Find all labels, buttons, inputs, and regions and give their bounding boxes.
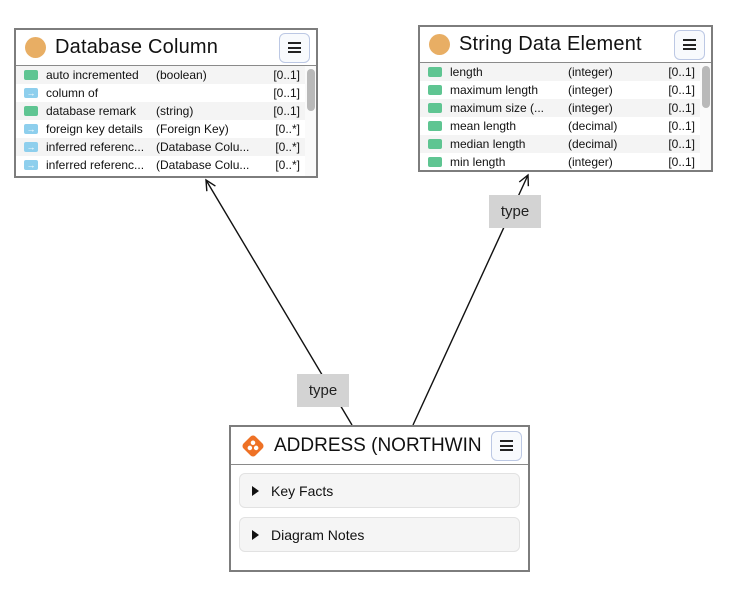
blue-arrow-right-icon (24, 142, 38, 152)
attribute-row[interactable]: inferred referenc... (Database Colu... [… (16, 138, 305, 156)
node-header: ADDRESS (NORTHWIN... (231, 427, 528, 465)
attribute-row[interactable]: inferred referenc... (Database Colu... [… (16, 156, 305, 174)
attribute-row[interactable]: auto incremented (boolean) [0..1] (16, 66, 305, 84)
row-cardinality: [0..1] (273, 86, 300, 100)
node-address-northwind[interactable]: ADDRESS (NORTHWIN... Key Facts Diagram N… (229, 425, 530, 572)
row-cardinality: [0..1] (668, 137, 695, 151)
node-header: Database Column (16, 30, 316, 66)
scrollbar-thumb[interactable] (306, 69, 315, 111)
attribute-row[interactable]: length (integer) [0..1] (420, 63, 700, 81)
hamburger-icon (683, 39, 696, 41)
row-name: median length (450, 137, 526, 151)
green-square-icon (24, 106, 38, 116)
entity-body: Key Facts Diagram Notes (231, 465, 528, 570)
attribute-list: length (integer) [0..1] maximum length (… (420, 63, 711, 170)
row-name: maximum size (... (450, 101, 545, 115)
row-type: (Foreign Key) (156, 122, 229, 136)
row-type: (integer) (568, 101, 613, 115)
row-cardinality: [0..1] (668, 83, 695, 97)
row-name: auto incremented (46, 68, 139, 82)
green-square-icon (428, 85, 442, 95)
node-title: Database Column (55, 36, 219, 58)
attribute-row[interactable]: min length (integer) [0..1] (420, 153, 700, 170)
row-type: (integer) (568, 83, 613, 97)
blue-arrow-right-icon (24, 124, 38, 134)
row-cardinality: [0..1] (668, 65, 695, 79)
row-name: inferred referenc... (46, 158, 145, 172)
node-header: String Data Element (420, 27, 711, 63)
node-database-column[interactable]: Database Column auto incremented (boolea… (14, 28, 318, 178)
row-cardinality: [0..*] (275, 158, 300, 172)
menu-button[interactable] (279, 32, 310, 63)
scrollbar[interactable] (700, 63, 711, 170)
attribute-row[interactable]: mean length (decimal) [0..1] (420, 117, 700, 135)
blue-arrow-right-icon (24, 88, 38, 98)
hamburger-icon (500, 440, 513, 442)
green-square-icon (428, 157, 442, 167)
section-label: Key Facts (271, 482, 334, 499)
hamburger-icon (288, 42, 301, 44)
row-name: min length (450, 155, 506, 169)
row-name: mean length (450, 119, 517, 133)
row-type: (boolean) (156, 68, 207, 82)
green-square-icon (428, 121, 442, 131)
row-type: (integer) (568, 155, 613, 169)
row-cardinality: [0..1] (668, 155, 695, 169)
node-title: ADDRESS (NORTHWIN... (274, 434, 483, 456)
attribute-list: auto incremented (boolean) [0..1] column… (16, 66, 316, 176)
menu-button[interactable] (674, 29, 705, 60)
green-square-icon (428, 67, 442, 77)
row-name: inferred referenc... (46, 140, 145, 154)
row-name: length (450, 65, 483, 79)
row-name: foreign key details (46, 122, 143, 136)
attribute-row[interactable]: foreign key details (Foreign Key) [0..*] (16, 120, 305, 138)
attribute-row[interactable]: median length (decimal) [0..1] (420, 135, 700, 153)
edge-label-type-1[interactable]: type (297, 374, 349, 407)
right-triangle-icon (252, 529, 259, 540)
right-triangle-icon (252, 485, 259, 496)
green-square-icon (428, 103, 442, 113)
row-type: (string) (156, 104, 194, 118)
edge-label-type-2[interactable]: type (489, 195, 541, 228)
attribute-row[interactable]: maximum length (integer) [0..1] (420, 81, 700, 99)
row-cardinality: [0..*] (275, 140, 300, 154)
row-type: (Database Colu... (156, 140, 250, 154)
attribute-row[interactable]: database remark (string) [0..1] (16, 102, 305, 120)
node-title: String Data Element (459, 33, 642, 55)
attribute-row[interactable]: maximum size (... (integer) [0..1] (420, 99, 700, 117)
row-cardinality: [0..1] (668, 119, 695, 133)
row-type: (integer) (568, 65, 613, 79)
row-type: (Database Colu... (156, 158, 250, 172)
row-name: maximum length (450, 83, 539, 97)
row-cardinality: [0..1] (273, 104, 300, 118)
menu-button[interactable] (491, 430, 522, 461)
green-square-icon (428, 139, 442, 149)
attribute-row[interactable]: column of [0..1] (16, 84, 305, 102)
blue-arrow-right-icon (24, 160, 38, 170)
section-key-facts[interactable]: Key Facts (239, 473, 520, 508)
orange-circle-icon (25, 37, 46, 58)
row-type: (decimal) (568, 119, 618, 133)
row-cardinality: [0..1] (668, 101, 695, 115)
row-name: database remark (46, 104, 137, 118)
row-cardinality: [0..1] (273, 68, 300, 82)
orange-diamond-cluster-icon (242, 434, 264, 457)
section-label: Diagram Notes (271, 526, 365, 543)
section-diagram-notes[interactable]: Diagram Notes (239, 517, 520, 552)
scrollbar[interactable] (305, 66, 316, 176)
row-type: (decimal) (568, 137, 618, 151)
row-cardinality: [0..*] (275, 122, 300, 136)
node-string-data-element[interactable]: String Data Element length (integer) [0.… (418, 25, 713, 172)
orange-circle-icon (429, 34, 450, 55)
scrollbar-thumb[interactable] (701, 66, 710, 108)
green-square-icon (24, 70, 38, 80)
row-name: column of (46, 86, 99, 100)
